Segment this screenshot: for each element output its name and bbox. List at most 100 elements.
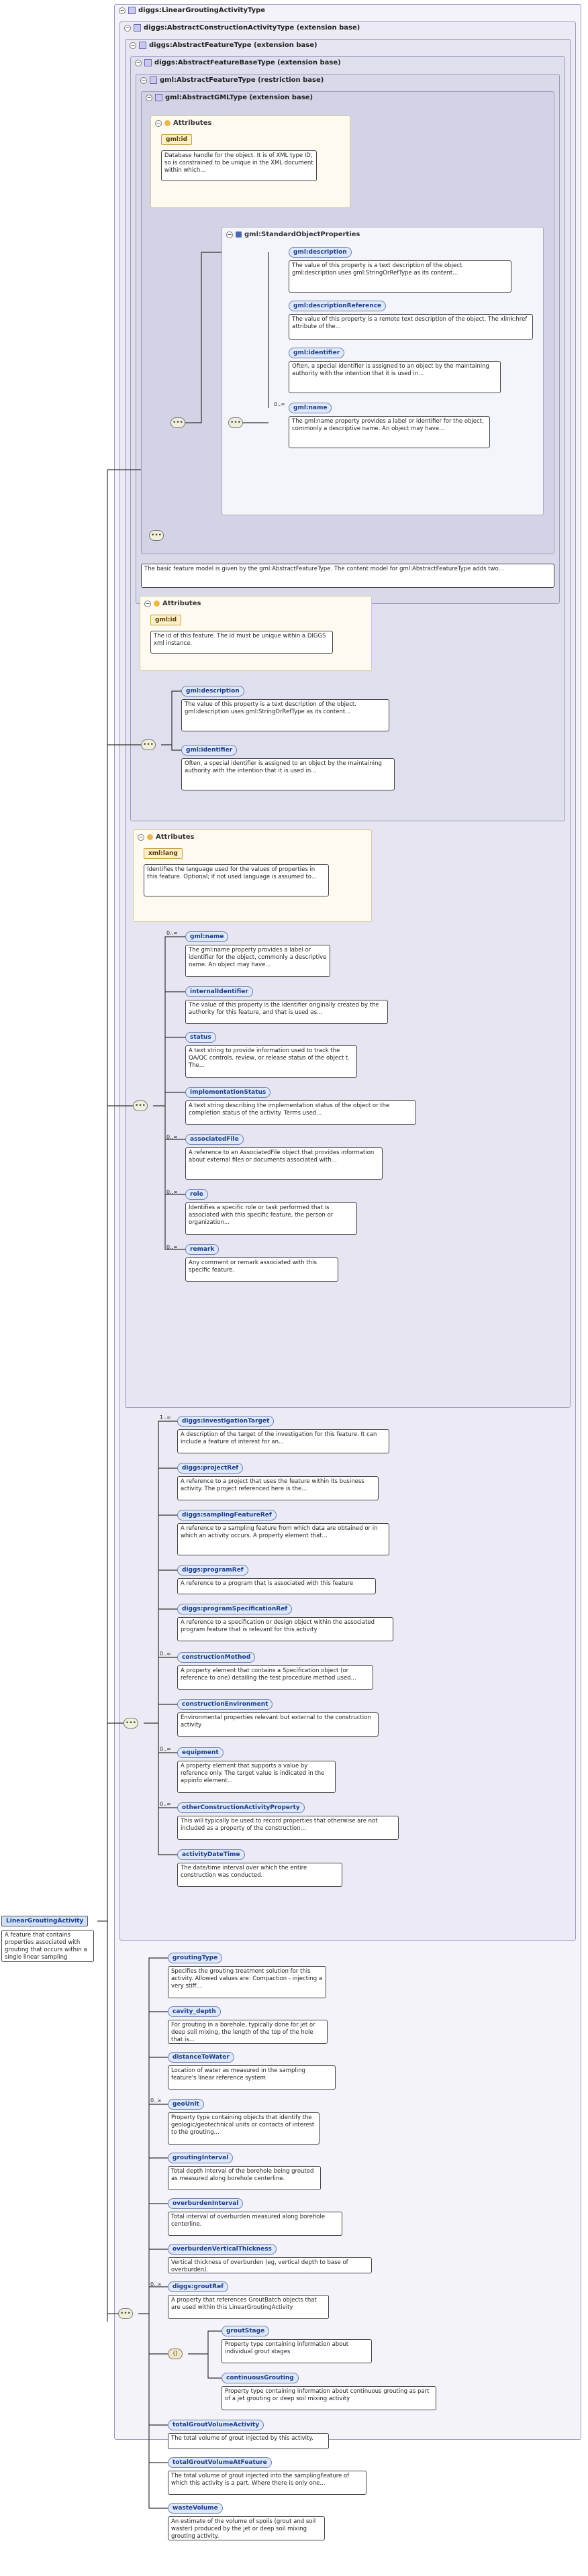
- element-name: geoUnit: [173, 2101, 199, 2108]
- element-name: gml:descriptionReference: [293, 303, 382, 309]
- element-program-ref[interactable]: diggs:programRef: [177, 1565, 248, 1576]
- collapse-toggle-icon[interactable]: −: [155, 119, 162, 127]
- element-sampling-feature-ref[interactable]: diggs:samplingFeatureRef: [177, 1510, 277, 1521]
- attr-xml-lang[interactable]: xml:lang: [144, 848, 183, 859]
- element-name: totalGroutVolumeActivity: [173, 2422, 260, 2428]
- cardinality-label: 0..∞: [160, 1651, 171, 1657]
- element-investigation-target[interactable]: diggs:investigationTarget: [177, 1416, 275, 1427]
- element-program-specification-ref[interactable]: diggs:programSpecificationRef: [177, 1604, 293, 1614]
- attributes-icon: [147, 834, 153, 840]
- branch-line: [185, 252, 222, 423]
- element-activity-date-time[interactable]: activityDateTime: [177, 1849, 245, 1860]
- element-name: LinearGroutingActivity: [6, 1918, 84, 1924]
- collapse-toggle-icon[interactable]: −: [144, 600, 151, 607]
- element-status[interactable]: status: [185, 1032, 216, 1043]
- element-name: totalGroutVolumeAtFeature: [173, 2459, 267, 2466]
- collapse-toggle-icon[interactable]: −: [135, 59, 142, 66]
- element-gml-description[interactable]: gml:description: [289, 247, 352, 258]
- element-associated-file-desc: A reference to an AssociatedFile object …: [185, 1147, 383, 1180]
- sequence-compositor-icon[interactable]: •••: [170, 417, 185, 428]
- element-name: remark: [190, 1246, 215, 1253]
- sequence-compositor-icon[interactable]: •••: [141, 739, 156, 750]
- element-name: gml:identifier: [186, 747, 233, 754]
- sequence-compositor-icon[interactable]: •••: [118, 2308, 133, 2319]
- attr-base-gml-id-desc: The id of this feature. The id must be u…: [150, 631, 333, 654]
- collapse-toggle-icon[interactable]: −: [124, 24, 131, 32]
- collapse-toggle-icon[interactable]: −: [138, 833, 144, 841]
- root-element-linear-grouting-activity[interactable]: LinearGroutingActivity: [1, 1916, 89, 1926]
- collapse-toggle-icon[interactable]: −: [226, 231, 233, 238]
- element-total-grout-volume-activity[interactable]: totalGroutVolumeActivity: [168, 2420, 264, 2430]
- root-element-desc: A feature that contains properties assoc…: [1, 1930, 94, 1962]
- sequence-compositor-icon[interactable]: •••: [124, 1718, 138, 1729]
- element-waste-volume[interactable]: wasteVolume: [168, 2503, 223, 2514]
- element-project-ref[interactable]: diggs:projectRef: [177, 1463, 244, 1474]
- element-geo-unit[interactable]: geoUnit: [168, 2099, 204, 2110]
- element-gml-name[interactable]: gml:name: [289, 403, 332, 413]
- element-waste-volume-desc: An estimate of the volume of spoils (gro…: [168, 2516, 325, 2540]
- element-implementation-status[interactable]: implementationStatus: [185, 1087, 271, 1098]
- element-construction-environment-desc: Environmental properties relevant but ex…: [177, 1712, 379, 1737]
- sequence-compositor-icon[interactable]: •••: [133, 1100, 148, 1111]
- element-associated-file[interactable]: associatedFile: [185, 1134, 244, 1145]
- type-box-title: diggs:AbstractFeatureType (extension bas…: [149, 42, 317, 49]
- element-grout-ref[interactable]: diggs:groutRef: [168, 2281, 229, 2292]
- branch-line: [161, 690, 181, 751]
- element-name: equipment: [182, 1749, 219, 1756]
- element-other-construction-activity-property[interactable]: otherConstructionActivityProperty: [177, 1802, 305, 1813]
- element-continuous-grouting[interactable]: continuousGrouting: [222, 2373, 299, 2383]
- element-remark[interactable]: remark: [185, 1244, 219, 1255]
- element-grouting-interval[interactable]: groutingInterval: [168, 2153, 234, 2163]
- attr-name: xml:lang: [148, 850, 178, 857]
- element-name: diggs:investigationTarget: [182, 1418, 270, 1425]
- attr-name: gml:id: [155, 617, 177, 623]
- collapse-toggle-icon[interactable]: −: [140, 76, 147, 84]
- type-box-title: diggs:AbstractFeatureBaseType (extension…: [154, 59, 341, 66]
- type-box-title: gml:AbstractGMLType (extension base): [165, 94, 313, 101]
- branch-line: [153, 936, 185, 1250]
- collapse-toggle-icon[interactable]: −: [130, 42, 136, 49]
- sequence-compositor-icon[interactable]: •••: [228, 417, 243, 428]
- type-box-title: diggs:LinearGroutingActivityType: [138, 7, 266, 14]
- cardinality-label: 1..∞: [160, 1414, 171, 1421]
- element-distance-to-water[interactable]: distanceToWater: [168, 2052, 234, 2063]
- element-base-gml-identifier[interactable]: gml:identifier: [181, 745, 238, 756]
- group-title: gml:StandardObjectProperties: [244, 231, 360, 238]
- group-icon: [236, 231, 242, 238]
- element-construction-environment[interactable]: constructionEnvironment: [177, 1699, 273, 1710]
- element-role-desc: Identifies a specific role or task perfo…: [185, 1202, 357, 1235]
- collapse-toggle-icon[interactable]: −: [146, 94, 152, 101]
- element-feature-gml-name[interactable]: gml:name: [185, 931, 229, 942]
- element-cavity-depth[interactable]: cavity_depth: [168, 2006, 221, 2017]
- element-gml-identifier[interactable]: gml:identifier: [289, 348, 345, 358]
- element-grout-stage[interactable]: groutStage: [222, 2326, 270, 2336]
- element-name: overburdenInterval: [173, 2200, 239, 2207]
- element-program-specification-ref-desc: A reference to a specification or design…: [177, 1617, 393, 1641]
- attr-gml-id[interactable]: gml:id: [161, 134, 193, 145]
- sequence-compositor-icon[interactable]: •••: [149, 530, 164, 541]
- attr-name: gml:id: [166, 136, 188, 143]
- element-name: continuousGrouting: [226, 2375, 294, 2381]
- element-equipment-desc: A property element that supports a value…: [177, 1761, 336, 1793]
- attributes-label: Attributes: [173, 119, 212, 127]
- element-total-grout-volume-at-feature[interactable]: totalGroutVolumeAtFeature: [168, 2457, 272, 2468]
- element-grouting-type[interactable]: groutingType: [168, 1953, 223, 1963]
- element-overburden-vertical-thickness[interactable]: overburdenVerticalThickness: [168, 2244, 277, 2255]
- element-base-gml-description[interactable]: gml:description: [181, 686, 244, 697]
- element-gml-description-reference[interactable]: gml:descriptionReference: [289, 301, 387, 311]
- element-overburden-interval[interactable]: overburdenInterval: [168, 2198, 244, 2209]
- element-total-grout-volume-activity-desc: The total volume of grout injected by th…: [168, 2433, 329, 2449]
- collapse-toggle-icon[interactable]: −: [119, 7, 126, 14]
- element-internal-identifier[interactable]: internalIdentifier: [185, 986, 253, 997]
- cardinality-label: 0..∞: [150, 2098, 162, 2104]
- element-construction-method[interactable]: constructionMethod: [177, 1652, 256, 1663]
- choice-compositor-icon[interactable]: ⟨⟩: [168, 2349, 183, 2359]
- element-role[interactable]: role: [185, 1189, 208, 1200]
- element-equipment[interactable]: equipment: [177, 1747, 224, 1758]
- element-name: role: [190, 1191, 203, 1198]
- cardinality-label: 0..∞: [166, 930, 178, 936]
- attr-base-gml-id[interactable]: gml:id: [150, 615, 182, 625]
- element-name: diggs:samplingFeatureRef: [182, 1512, 272, 1518]
- complex-type-icon: [150, 76, 157, 84]
